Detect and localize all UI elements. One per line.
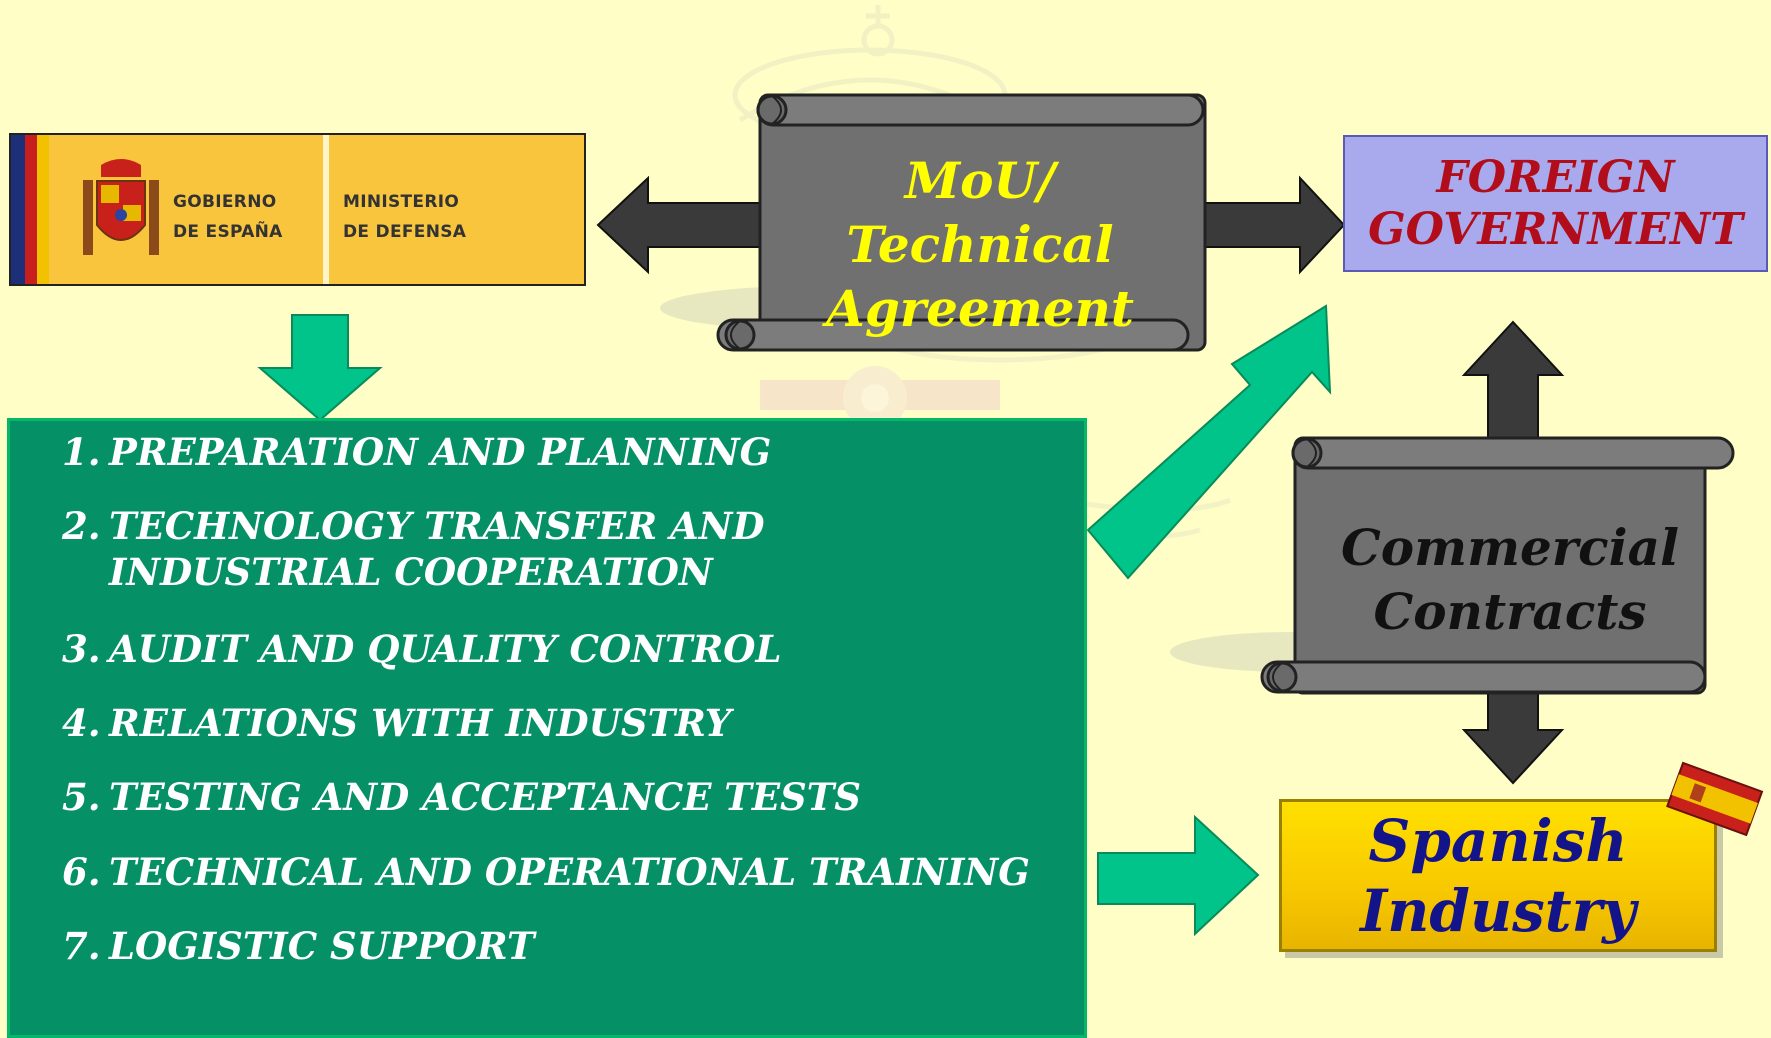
task-label: RELATIONS WITH INDUSTRY: [109, 701, 732, 745]
ministry-line-2: DE DEFENSA: [343, 222, 467, 242]
tasks-panel: 1. PREPARATION AND PLANNING 2. TECHNOLOG…: [7, 418, 1087, 1038]
flag-strip: [11, 135, 49, 284]
task-number: 5.: [62, 775, 101, 819]
mou-agreement-label: MoU/ Technical Agreement: [826, 151, 1134, 338]
mou-scroll: [716, 93, 1207, 352]
green-arrow-right: [1097, 814, 1260, 937]
ministry-line-1: MINISTERIO: [343, 192, 460, 212]
contracts-scroll: [1260, 436, 1735, 695]
task-item: 5. TESTING AND ACCEPTANCE TESTS: [62, 774, 1049, 820]
gov-text-left: GOBIERNO DE ESPAÑA: [173, 187, 283, 247]
task-label: PREPARATION AND PLANNING: [109, 430, 772, 474]
task-item: 3. AUDIT AND QUALITY CONTROL: [62, 626, 1049, 672]
gov-text-right: MINISTERIO DE DEFENSA: [343, 187, 466, 247]
gov-line-2: DE ESPAÑA: [173, 222, 283, 242]
watermark-cross-icon: [760, 366, 1000, 430]
commercial-contracts-label: Commercial Contracts: [1341, 518, 1679, 641]
government-logo: GOBIERNO DE ESPAÑA MINISTERIO DE DEFENSA: [9, 133, 586, 286]
spain-coat-of-arms-icon: [83, 159, 159, 255]
task-item: 1. PREPARATION AND PLANNING: [62, 429, 1049, 475]
spain-flag-icon: [1666, 761, 1764, 837]
logo-divider: [323, 135, 329, 284]
task-number: 3.: [62, 627, 101, 671]
task-number: 6.: [62, 850, 101, 894]
task-number: 1.: [62, 430, 101, 474]
task-item: 6. TECHNICAL AND OPERATIONAL TRAINING: [62, 849, 1049, 895]
task-number: 4.: [62, 701, 101, 745]
foreign-government-box: FOREIGN GOVERNMENT: [1343, 135, 1768, 272]
task-label: AUDIT AND QUALITY CONTROL: [109, 627, 782, 671]
task-label: LOGISTIC SUPPORT: [109, 924, 535, 968]
task-item: 7. LOGISTIC SUPPORT: [62, 923, 1049, 969]
task-label: TECHNOLOGY TRANSFER AND INDUSTRIAL COOPE…: [109, 504, 765, 594]
gov-line-1: GOBIERNO: [173, 192, 277, 212]
task-item: 4. RELATIONS WITH INDUSTRY: [62, 700, 1049, 746]
task-item: 2. TECHNOLOGY TRANSFER AND INDUSTRIAL CO…: [62, 503, 1049, 595]
task-label: TESTING AND ACCEPTANCE TESTS: [109, 775, 861, 819]
task-number: 7.: [62, 924, 101, 968]
spanish-industry-box: Spanish Industry: [1279, 799, 1717, 952]
task-label: TECHNICAL AND OPERATIONAL TRAINING: [109, 850, 1030, 894]
green-arrow-down: [257, 314, 383, 422]
task-number: 2.: [62, 504, 101, 548]
green-arrow-diagonal: [1086, 304, 1332, 580]
